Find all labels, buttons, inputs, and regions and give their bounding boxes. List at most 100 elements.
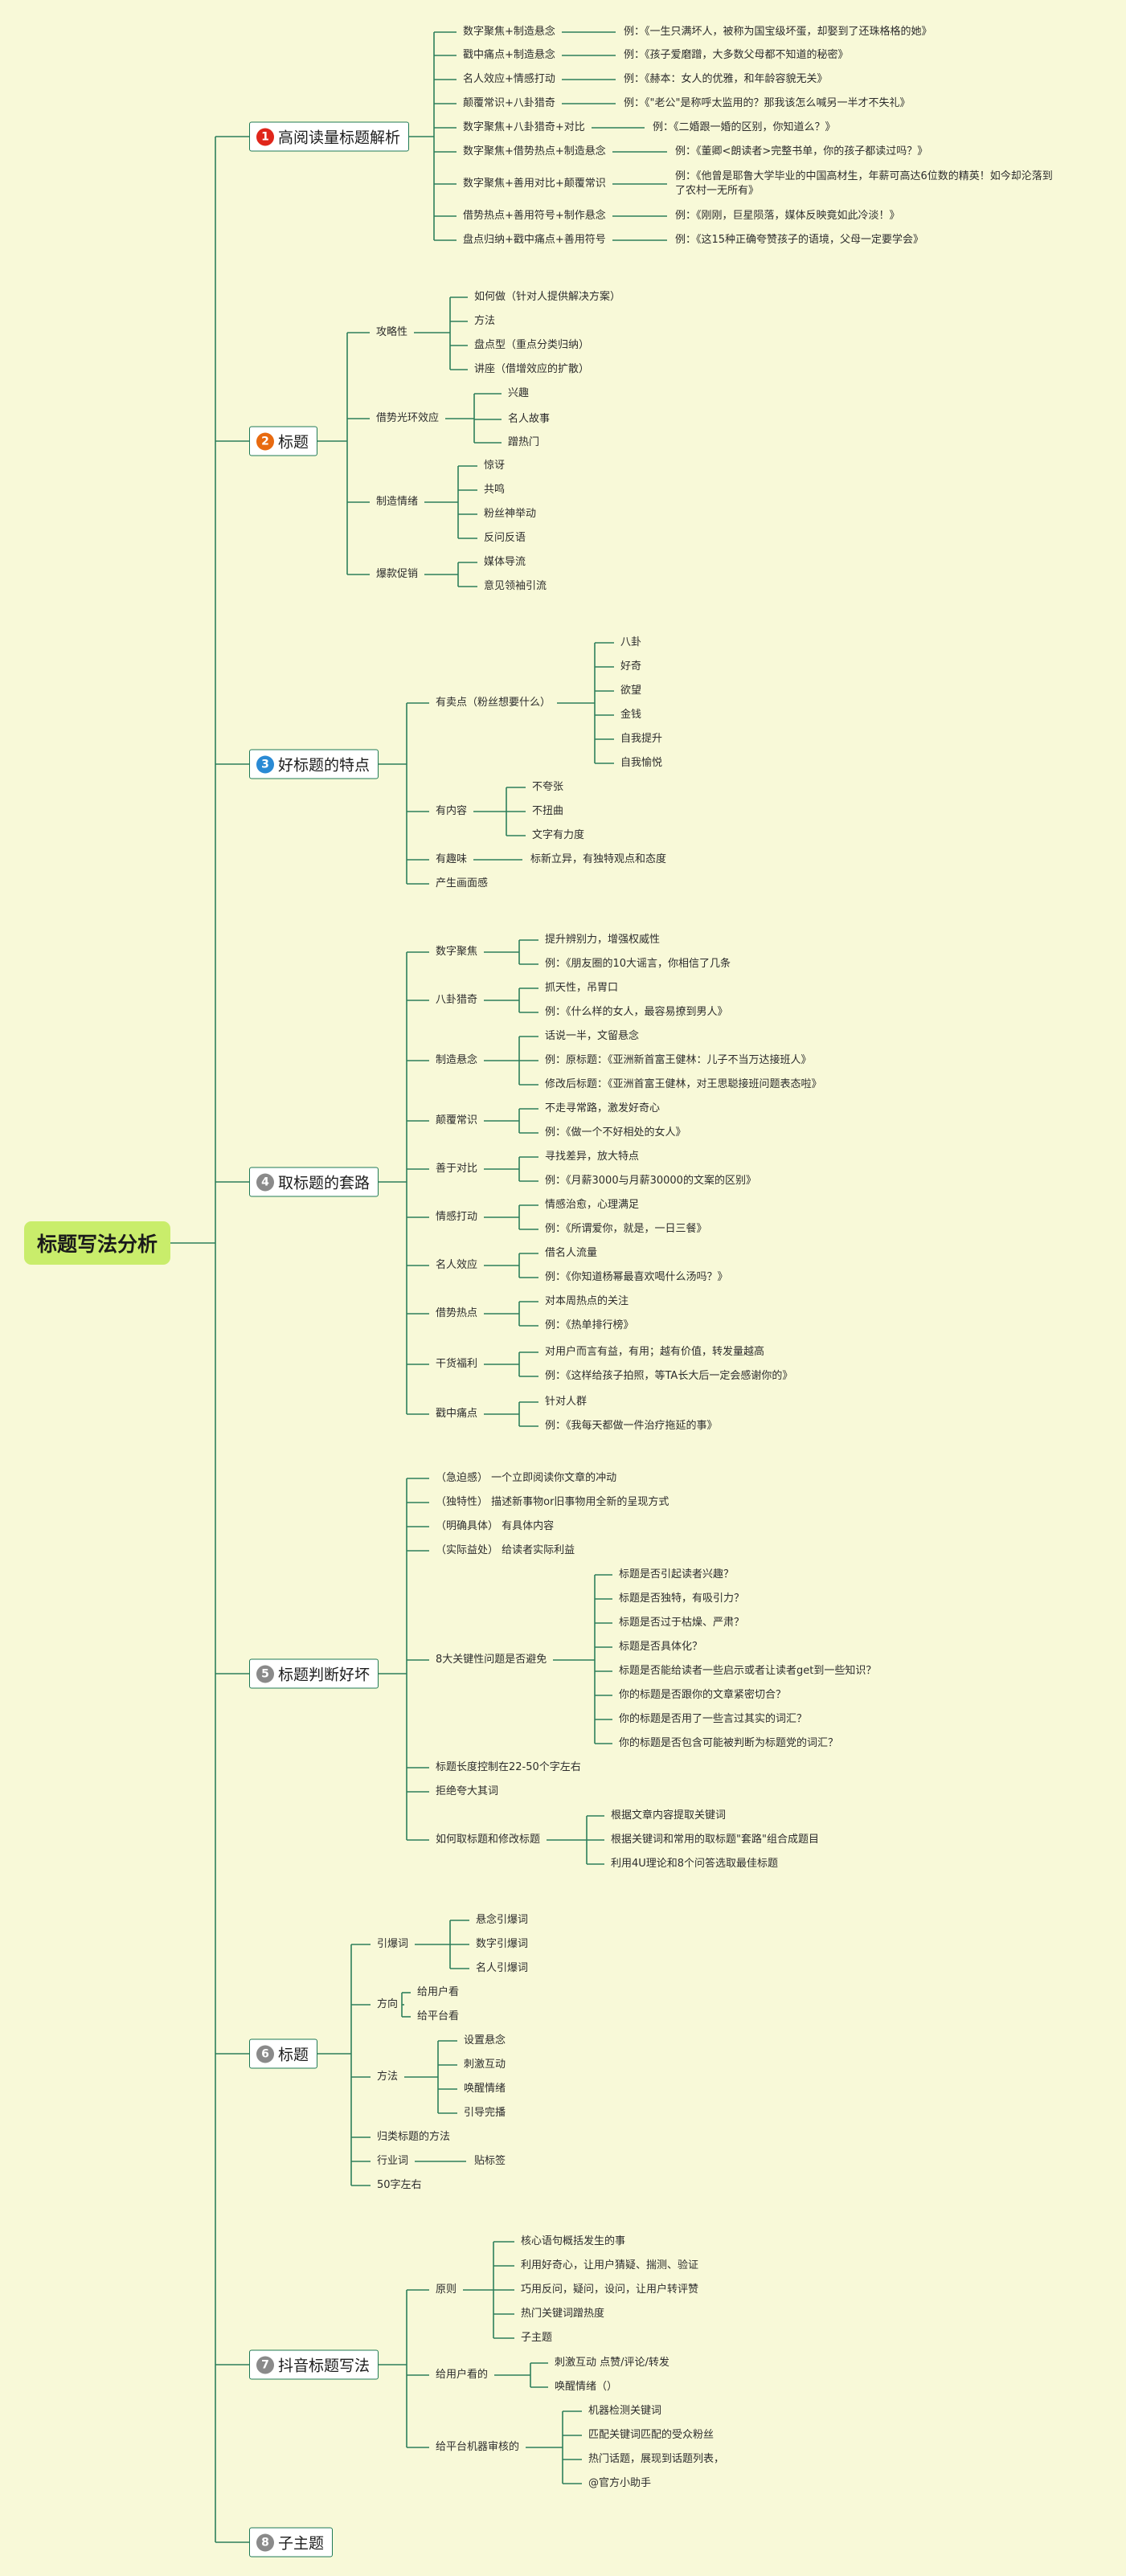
- node-0-6[interactable]: 数字聚焦+善用对比+颠覆常识: [463, 178, 606, 190]
- note-0-8[interactable]: 例：《这15种正确夸赞孩子的语境，父母一定要学会》: [675, 234, 924, 246]
- node-5-2[interactable]: 方法: [377, 2071, 399, 2083]
- leaf-2-1-1[interactable]: 不扭曲: [532, 805, 564, 817]
- leaf-5-1-1[interactable]: 给平台看: [417, 2010, 460, 2022]
- leaf-3-4-1[interactable]: 例：《月薪3000与月薪30000的文案的区别》: [545, 1175, 756, 1187]
- leaf-4-7-0[interactable]: 根据文章内容提取关键词: [611, 1809, 727, 1822]
- leaf-3-1-0[interactable]: 抓天性，吊胃口: [545, 982, 619, 994]
- node-0-7[interactable]: 借势热点+善用符号+制作悬念: [463, 210, 606, 222]
- leaf-6-2-2[interactable]: 热门话题，展现到话题列表，: [588, 2453, 725, 2465]
- leaf-6-1-0[interactable]: 刺激互动 点赞/评论/转发: [555, 2357, 669, 2369]
- leaf-1-0-2[interactable]: 盘点型（重点分类归纳）: [474, 339, 590, 351]
- node-2-0[interactable]: 有卖点（粉丝想要什么）: [436, 697, 551, 709]
- note-0-4[interactable]: 例：《二婚跟一婚的区别，你知道么？》: [653, 121, 836, 133]
- node-3-8[interactable]: 干货福利: [436, 1358, 478, 1370]
- node-4-4[interactable]: 8大关键性问题是否避免: [436, 1654, 547, 1666]
- node-5-1[interactable]: 方向: [377, 1998, 399, 2010]
- leaf-3-2-0[interactable]: 话说一半，文留悬念: [545, 1030, 640, 1042]
- leaf-6-0-4[interactable]: 子主题: [521, 2332, 553, 2344]
- note-0-2[interactable]: 例：《赫本：女人的优雅，和年龄容貌无关》: [624, 73, 828, 85]
- leaf-5-2-1[interactable]: 刺激互动: [464, 2059, 506, 2071]
- leaf-4-4-3[interactable]: 标题是否具体化？: [619, 1641, 703, 1653]
- leaf-6-0-3[interactable]: 热门关键词蹭热度: [521, 2308, 605, 2320]
- node-2-1[interactable]: 有内容: [436, 805, 468, 817]
- node-5-4[interactable]: 行业词: [377, 2155, 409, 2167]
- node-6-1[interactable]: 给用户看的: [436, 2369, 489, 2381]
- node-5-0[interactable]: 引爆词: [377, 1938, 409, 1950]
- leaf-5-2-0[interactable]: 设置悬念: [464, 2034, 506, 2046]
- leaf-1-1-2[interactable]: 蹭热门: [508, 436, 540, 448]
- leaf-6-1-1[interactable]: 唤醒情绪（）: [555, 2381, 618, 2393]
- leaf-3-2-1[interactable]: 例：原标题：《亚洲新首富王健林：儿子不当万达接班人》: [545, 1054, 812, 1066]
- leaf-1-2-3[interactable]: 反问反语: [484, 532, 526, 544]
- node-3-1[interactable]: 八卦猎奇: [436, 994, 478, 1006]
- leaf-6-2-3[interactable]: @官方小助手: [588, 2477, 652, 2489]
- leaf-2-0-5[interactable]: 自我愉悦: [620, 757, 663, 769]
- node-6-0[interactable]: 原则: [436, 2284, 457, 2296]
- leaf-6-0-0[interactable]: 核心语句概括发生的事: [521, 2235, 626, 2247]
- leaf-2-1-0[interactable]: 不夸张: [532, 781, 564, 793]
- leaf-3-9-0[interactable]: 针对人群: [545, 1396, 588, 1408]
- leaf-5-2-2[interactable]: 唤醒情绪: [464, 2083, 506, 2095]
- node-4-6[interactable]: 拒绝夸大其词: [436, 1785, 499, 1797]
- note-0-7[interactable]: 例：《刚刚，巨星陨落，媒体反映竟如此冷淡！》: [675, 210, 900, 222]
- leaf-2-0-0[interactable]: 八卦: [620, 636, 642, 648]
- leaf-1-0-0[interactable]: 如何做（针对人提供解决方案）: [474, 291, 621, 303]
- leaf-2-0-4[interactable]: 自我提升: [620, 733, 663, 745]
- node-3-9[interactable]: 戳中痛点: [436, 1408, 478, 1420]
- leaf-3-1-1[interactable]: 例：《什么样的女人，最容易撩到男人》: [545, 1006, 728, 1018]
- leaf-4-4-1[interactable]: 标题是否独特，有吸引力？: [619, 1593, 745, 1605]
- leaf-2-0-1[interactable]: 好奇: [620, 660, 642, 673]
- leaf-5-0-1[interactable]: 数字引爆词: [476, 1938, 529, 1950]
- leaf-3-6-0[interactable]: 借名人流量: [545, 1247, 598, 1259]
- root-topic[interactable]: 标题写法分析: [24, 1221, 171, 1265]
- node-3-2[interactable]: 制造悬念: [436, 1054, 478, 1066]
- node-1-0[interactable]: 攻略性: [376, 326, 408, 338]
- node-1-2[interactable]: 制造情绪: [376, 496, 419, 508]
- note-0-3[interactable]: 例：《"老公"是称呼太监用的？那我该怎么喊另一半才不失礼》: [624, 97, 911, 109]
- leaf-6-0-2[interactable]: 巧用反问，疑问，设问，让用户转评赞: [521, 2284, 699, 2296]
- leaf-5-0-2[interactable]: 名人引爆词: [476, 1962, 529, 1974]
- node-3-3[interactable]: 颠覆常识: [436, 1114, 478, 1126]
- node-2-3[interactable]: 产生画面感: [436, 877, 489, 889]
- leaf-4-4-4[interactable]: 标题是否能给读者一些启示或者让读者get到一些知识？: [619, 1665, 877, 1677]
- node-6-2[interactable]: 给平台机器审核的: [436, 2441, 520, 2453]
- leaf-1-0-3[interactable]: 讲座（借增效应的扩散）: [474, 363, 590, 375]
- node-3-4[interactable]: 善于对比: [436, 1163, 478, 1175]
- leaf-3-5-0[interactable]: 情感治愈，心理满足: [545, 1199, 640, 1211]
- node-5-3[interactable]: 归类标题的方法: [377, 2131, 451, 2143]
- node-3-7[interactable]: 借势热点: [436, 1307, 478, 1319]
- node-5-5[interactable]: 50字左右: [377, 2179, 422, 2191]
- node-1-1[interactable]: 借势光环效应: [376, 412, 440, 424]
- leaf-3-0-0[interactable]: 提升辨别力，增强权威性: [545, 934, 661, 946]
- node-0-1[interactable]: 戳中痛点+制造悬念: [463, 49, 555, 61]
- note-0-6[interactable]: 例：《他曾是耶鲁大学毕业的中国高材生，年薪可高达6位数的精英！如今却沦落到了农村…: [675, 170, 1053, 197]
- node-4-1[interactable]: （独特性） 描述新事物or旧事物用全新的呈现方式: [436, 1496, 669, 1508]
- note-0-0[interactable]: 例：《一生只满坏人，被称为国宝级坏蛋，却娶到了还珠格格的她》: [624, 26, 932, 38]
- node-4-5[interactable]: 标题长度控制在22-50个字左右: [436, 1761, 581, 1773]
- leaf-4-4-5[interactable]: 你的标题是否跟你的文章紧密切合？: [619, 1689, 787, 1701]
- leaf-3-2-2[interactable]: 修改后标题：《亚洲首富王健林，对王思聪接班问题表态啦》: [545, 1078, 822, 1090]
- node-0-0[interactable]: 数字聚焦+制造悬念: [463, 26, 555, 38]
- leaf-4-4-6[interactable]: 你的标题是否用了一些言过其实的词汇？: [619, 1713, 808, 1725]
- leaf-4-4-2[interactable]: 标题是否过于枯燥、严肃？: [619, 1617, 745, 1629]
- note-2-2[interactable]: 标新立异，有独特观点和态度: [530, 853, 667, 865]
- leaf-5-0-0[interactable]: 悬念引爆词: [476, 1914, 529, 1926]
- note-0-5[interactable]: 例：《董卿<朗读者>完整书单，你的孩子都读过吗？》: [675, 145, 928, 157]
- leaf-1-2-1[interactable]: 共鸣: [484, 484, 506, 496]
- leaf-4-7-1[interactable]: 根据关键词和常用的取标题"套路"组合成题目: [611, 1834, 819, 1846]
- leaf-6-2-0[interactable]: 机器检测关键词: [588, 2405, 662, 2417]
- leaf-4-4-0[interactable]: 标题是否引起读者兴趣？: [619, 1568, 735, 1580]
- node-3-6[interactable]: 名人效应: [436, 1259, 478, 1271]
- leaf-3-0-1[interactable]: 例：《朋友圈的10大谣言，你相信了几条: [545, 958, 731, 970]
- leaf-4-7-2[interactable]: 利用4U理论和8个问答选取最佳标题: [611, 1858, 779, 1870]
- node-4-0[interactable]: （急迫感） 一个立即阅读你文章的冲动: [436, 1472, 617, 1484]
- node-4-7[interactable]: 如何取标题和修改标题: [436, 1834, 541, 1846]
- leaf-2-0-2[interactable]: 欲望: [620, 685, 642, 697]
- node-3-0[interactable]: 数字聚焦: [436, 946, 478, 958]
